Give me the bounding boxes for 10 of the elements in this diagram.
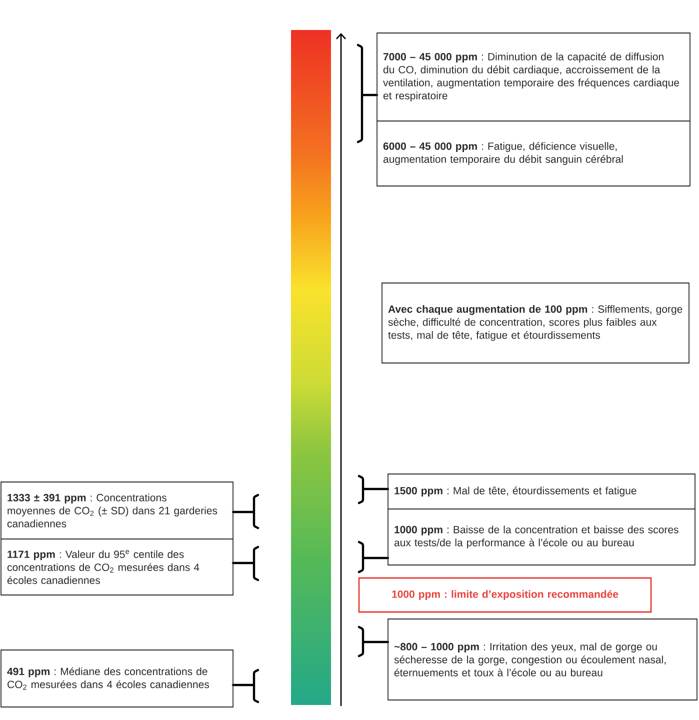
info-box: 491 ppm : Médiane des concentrations de CO$_{2}$ mesurées dans 4 écoles canadiennes [0,650,234,708]
info-box: 7000 – 45 000 ppm : Diminution de la capacité de diffusion du CO, diminution du débit cardiaque, accroissement de la ventilation, augmentation temporaire des fréquences cardiaque et respiratoire [376,32,690,122]
highlight-box: 1000 ppm : limite d’exposition recommandée [358,577,652,613]
info-box: 1171 ppm : Valeur du 95$^{e}$ centile des concentrations de CO$_{2}$ mesurées dans 4 écoles canadiennes [0,538,234,596]
info-box: 6000 – 45 000 ppm : Fatigue, déficience visuelle, augmentation temporaire du débit sanguin cérébral [376,120,690,186]
info-box: 1000 ppm : Baisse de la concentration et baisse des scores aux tests/de la performance à l’école ou au bureau [388,508,696,566]
info-box: 1333 ± 391 ppm : Concentrations moyennes de CO$_{2}$ (± SD) dans 21 garderies canadiennes [0,482,234,540]
info-box: Avec chaque augmentation de 100 ppm : Sifflements, gorge sèche, difficulté de concentration, scores plus faibles aux tests, mal de tête, fatigue et étourdissements [382,282,690,364]
info-box: 1500 ppm : Mal de tête, étourdissements et fatigue [388,474,696,510]
info-box: ~800 – 1000 ppm : Irritation des yeux, mal de gorge ou sécheresse de la gorge, congestion ou écoulement nasal, éternuements et toux à l’école ou au bureau [388,618,698,700]
